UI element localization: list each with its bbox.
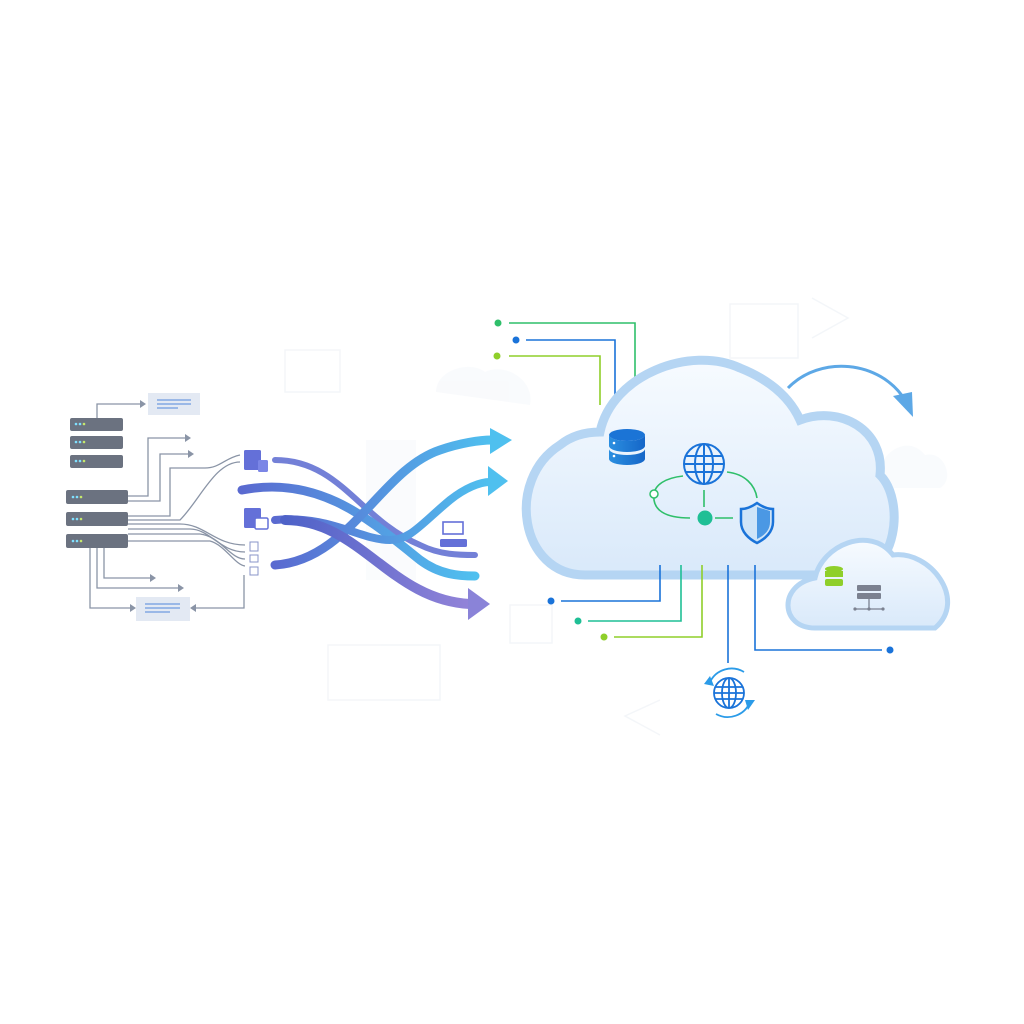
cloud-icon xyxy=(521,355,899,580)
network-node-icon xyxy=(697,510,713,526)
cloud-output-connectors xyxy=(561,565,882,663)
connector-lines xyxy=(89,403,246,609)
document-icon xyxy=(136,597,190,621)
sync-globe-icon xyxy=(704,667,755,718)
server-rack-icon xyxy=(66,418,128,548)
network-server-icon xyxy=(853,585,885,611)
globe-icon xyxy=(683,443,725,485)
cloud-input-connectors xyxy=(509,322,636,405)
database-icon xyxy=(825,566,843,586)
arrowheads xyxy=(468,428,512,620)
desktop-computer-icon xyxy=(440,521,467,547)
document-icon xyxy=(148,393,200,415)
document-icon xyxy=(244,450,269,530)
database-icon xyxy=(609,429,645,465)
on-premise-servers xyxy=(66,393,269,621)
sync-arrow-icon xyxy=(786,364,913,417)
migration-arrow-icon xyxy=(237,435,497,609)
shield-icon xyxy=(739,501,775,545)
cloud-icon xyxy=(785,537,951,631)
file-stack-icon xyxy=(249,541,259,576)
